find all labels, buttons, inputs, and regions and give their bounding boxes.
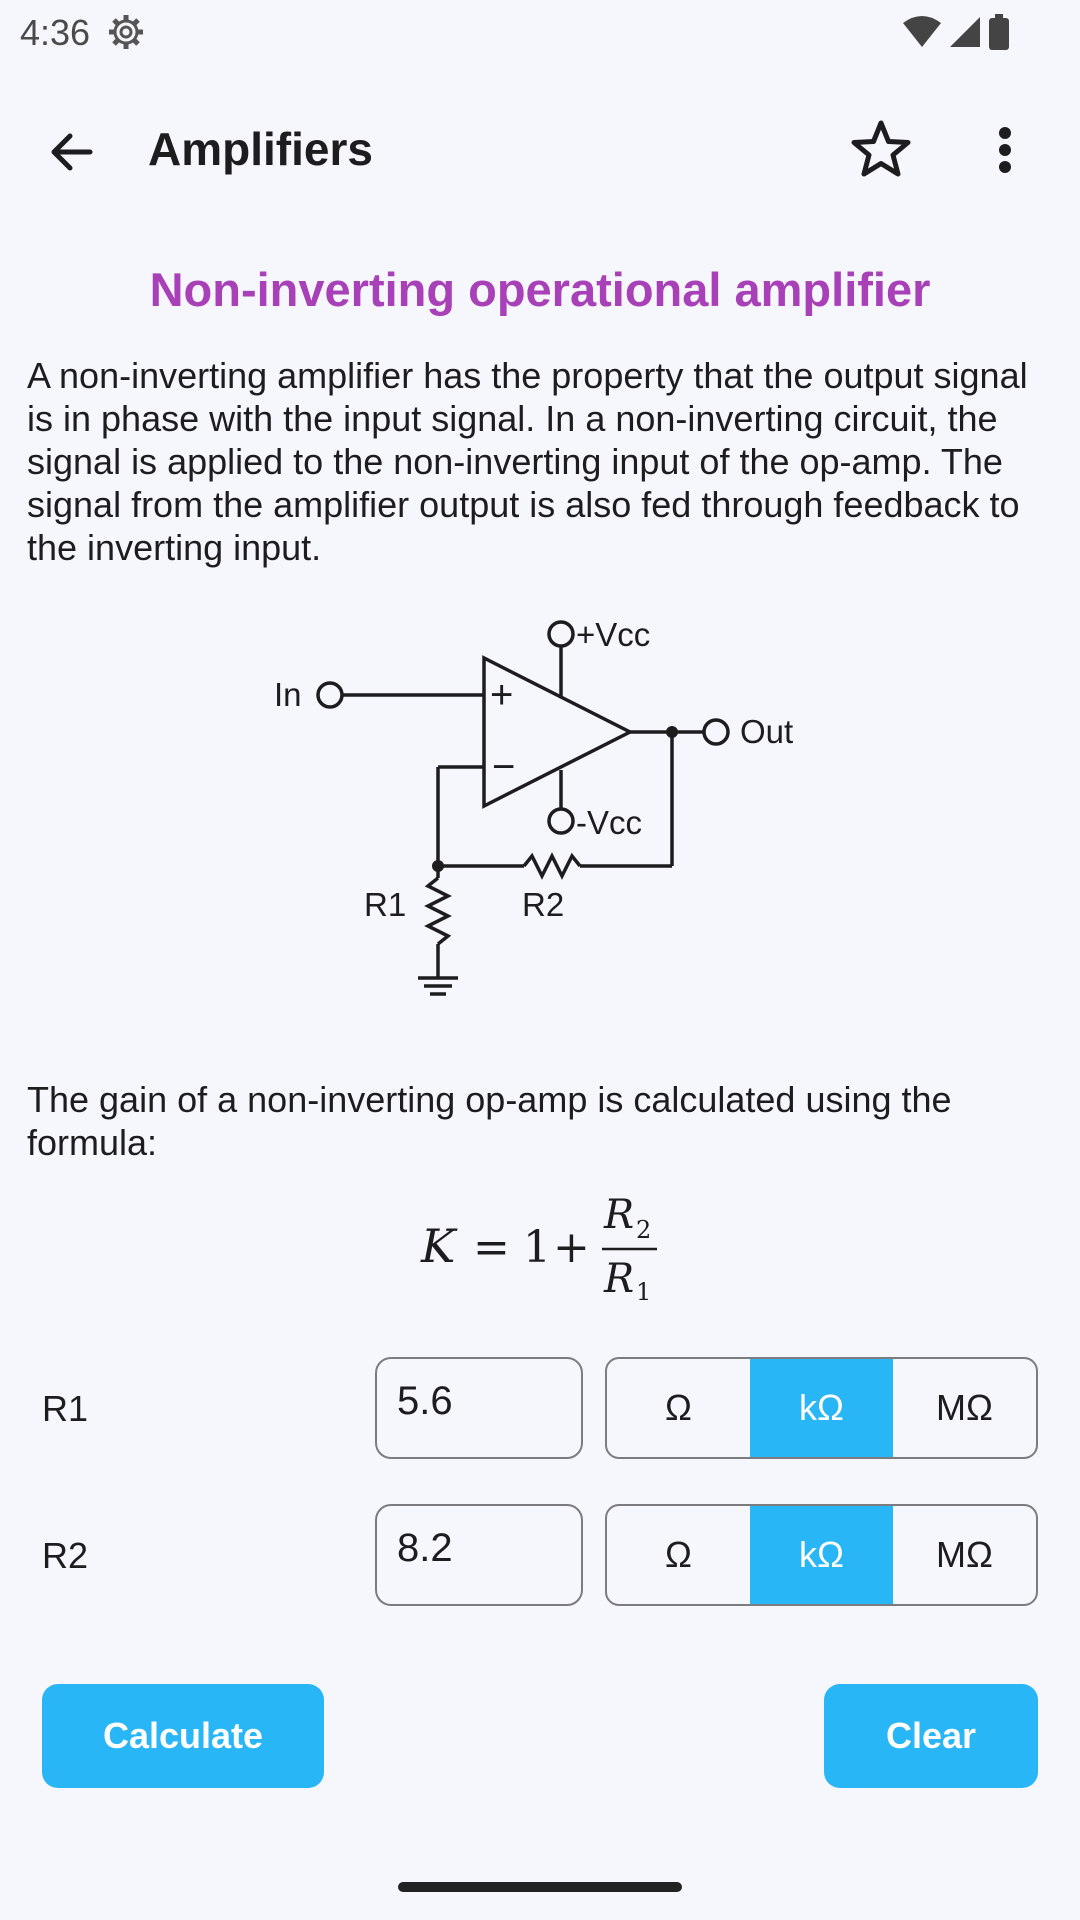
r1-label: R1 [364, 886, 406, 923]
r2-unit-ohm[interactable]: Ω [665, 1534, 692, 1575]
page-title: Non-inverting operational amplifier [149, 263, 931, 316]
formula-one: 1 [523, 1222, 551, 1273]
gain-formula: K = 1 + R 2 R 1 [420, 1192, 657, 1306]
vcc-plus-terminal [547, 620, 575, 648]
output-label: Out [740, 713, 793, 750]
r2-unit-selector: Ω kΩ MΩ [605, 1504, 1038, 1606]
r1-unit-kiloohm[interactable]: kΩ [750, 1359, 893, 1457]
output-terminal [702, 718, 730, 746]
wifi-icon [903, 16, 941, 47]
formula-lhs: K [420, 1219, 458, 1273]
battery-icon [989, 14, 1009, 50]
overflow-menu-button[interactable] [980, 118, 1030, 182]
input-terminal [316, 681, 344, 709]
noninverting-sign: + [490, 673, 513, 717]
gear-icon [109, 15, 143, 49]
r2-unit-kiloohm[interactable]: kΩ [750, 1506, 893, 1604]
r1-resistor [424, 876, 452, 946]
r2-value-input[interactable]: 8.2 [375, 1504, 583, 1606]
op-amp-symbol [482, 655, 634, 809]
back-button[interactable] [40, 120, 104, 184]
r1-unit-selector: Ω kΩ MΩ [605, 1357, 1038, 1459]
clear-button[interactable]: Clear [824, 1684, 1038, 1788]
vcc-minus-terminal [547, 807, 575, 835]
arrow-back-icon [51, 133, 93, 171]
app-bar-title: Amplifiers [148, 123, 373, 175]
formula-intro-text: The gain of a non-inverting op-amp is ca… [27, 1079, 952, 1163]
status-bar: 4:36 [0, 0, 1080, 64]
r2-label: R2 [522, 886, 564, 923]
home-indicator[interactable] [398, 1882, 682, 1892]
formula-equals: = [473, 1222, 510, 1273]
r1-unit-ohm[interactable]: Ω [665, 1387, 692, 1428]
vcc-plus-label: +Vcc [576, 616, 650, 653]
input-label: In [274, 676, 302, 713]
r1-value-input[interactable]: 5.6 [375, 1357, 583, 1459]
formula-denominator: R [603, 1256, 634, 1302]
more-vert-icon [999, 127, 1011, 173]
status-time: 4:36 [20, 12, 91, 53]
r2-resistor [522, 852, 582, 880]
r1-unit-megaohm[interactable]: MΩ [936, 1387, 993, 1428]
star-outline-icon [851, 120, 911, 177]
circuit-diagram: +Vcc -Vcc In Out R1 R2 + − [274, 616, 793, 996]
formula-denominator-sub: 1 [636, 1278, 651, 1306]
formula-numerator: R [603, 1192, 634, 1238]
r2-row-label: R2 [42, 1535, 89, 1576]
r2-unit-megaohm[interactable]: MΩ [936, 1534, 993, 1575]
r1-row-label: R1 [42, 1388, 89, 1429]
favorite-button[interactable] [848, 116, 914, 182]
formula-plus: + [553, 1222, 590, 1273]
inverting-sign: − [492, 745, 515, 789]
status-icons [902, 14, 1010, 50]
description-text: A non-inverting amplifier has the proper… [27, 355, 1028, 568]
app-bar: Amplifiers [0, 100, 1080, 196]
calculate-button[interactable]: Calculate [42, 1684, 324, 1788]
vcc-minus-label: -Vcc [576, 804, 642, 841]
formula-numerator-sub: 2 [636, 1216, 651, 1244]
cellular-signal-icon [950, 17, 980, 47]
